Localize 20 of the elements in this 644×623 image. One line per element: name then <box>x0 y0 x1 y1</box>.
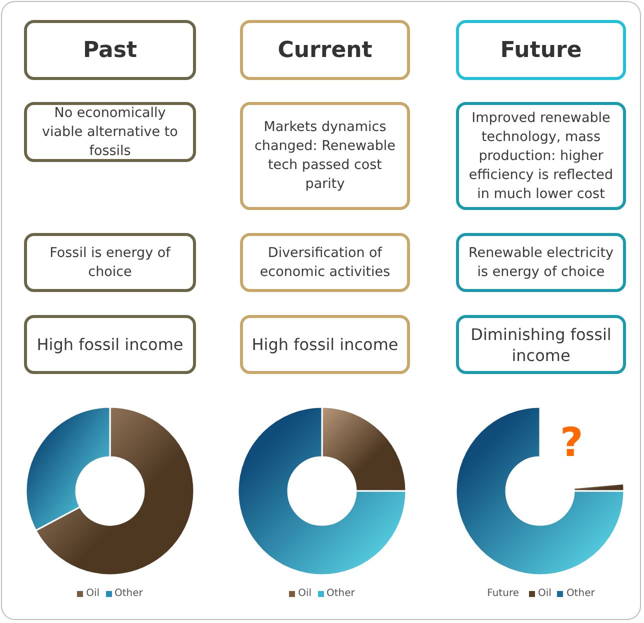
text-box: Markets dynamics changed: Renewable tech passed cost parity <box>240 102 410 210</box>
legend-label: Oil <box>86 588 100 599</box>
text-box: High fossil income <box>240 315 410 374</box>
heading-box: Current <box>240 20 410 80</box>
text-box: No economically viable alternative to fossils <box>24 102 196 162</box>
legend-label: Oil <box>538 588 552 599</box>
legend-label: Other <box>566 588 595 599</box>
question-mark: ? <box>560 420 584 466</box>
legend-label: Other <box>326 588 355 599</box>
text-box: Diversification of economic activities <box>240 233 410 292</box>
heading-box: Past <box>24 20 196 80</box>
legend-label: Oil <box>298 588 312 599</box>
heading-box: Future <box>456 20 626 80</box>
text-box: Improved renewable technology, mass production: higher efficiency is reflected in much lower cost <box>456 102 626 210</box>
text-box: High fossil income <box>24 315 196 374</box>
legend-title: Future <box>487 588 519 599</box>
text-box: Diminishing fossil income <box>456 315 626 374</box>
text-box: Fossil is energy of choice <box>24 233 196 292</box>
legend-label: Other <box>114 588 143 599</box>
text-box: Renewable electricity is energy of choice <box>456 233 626 292</box>
